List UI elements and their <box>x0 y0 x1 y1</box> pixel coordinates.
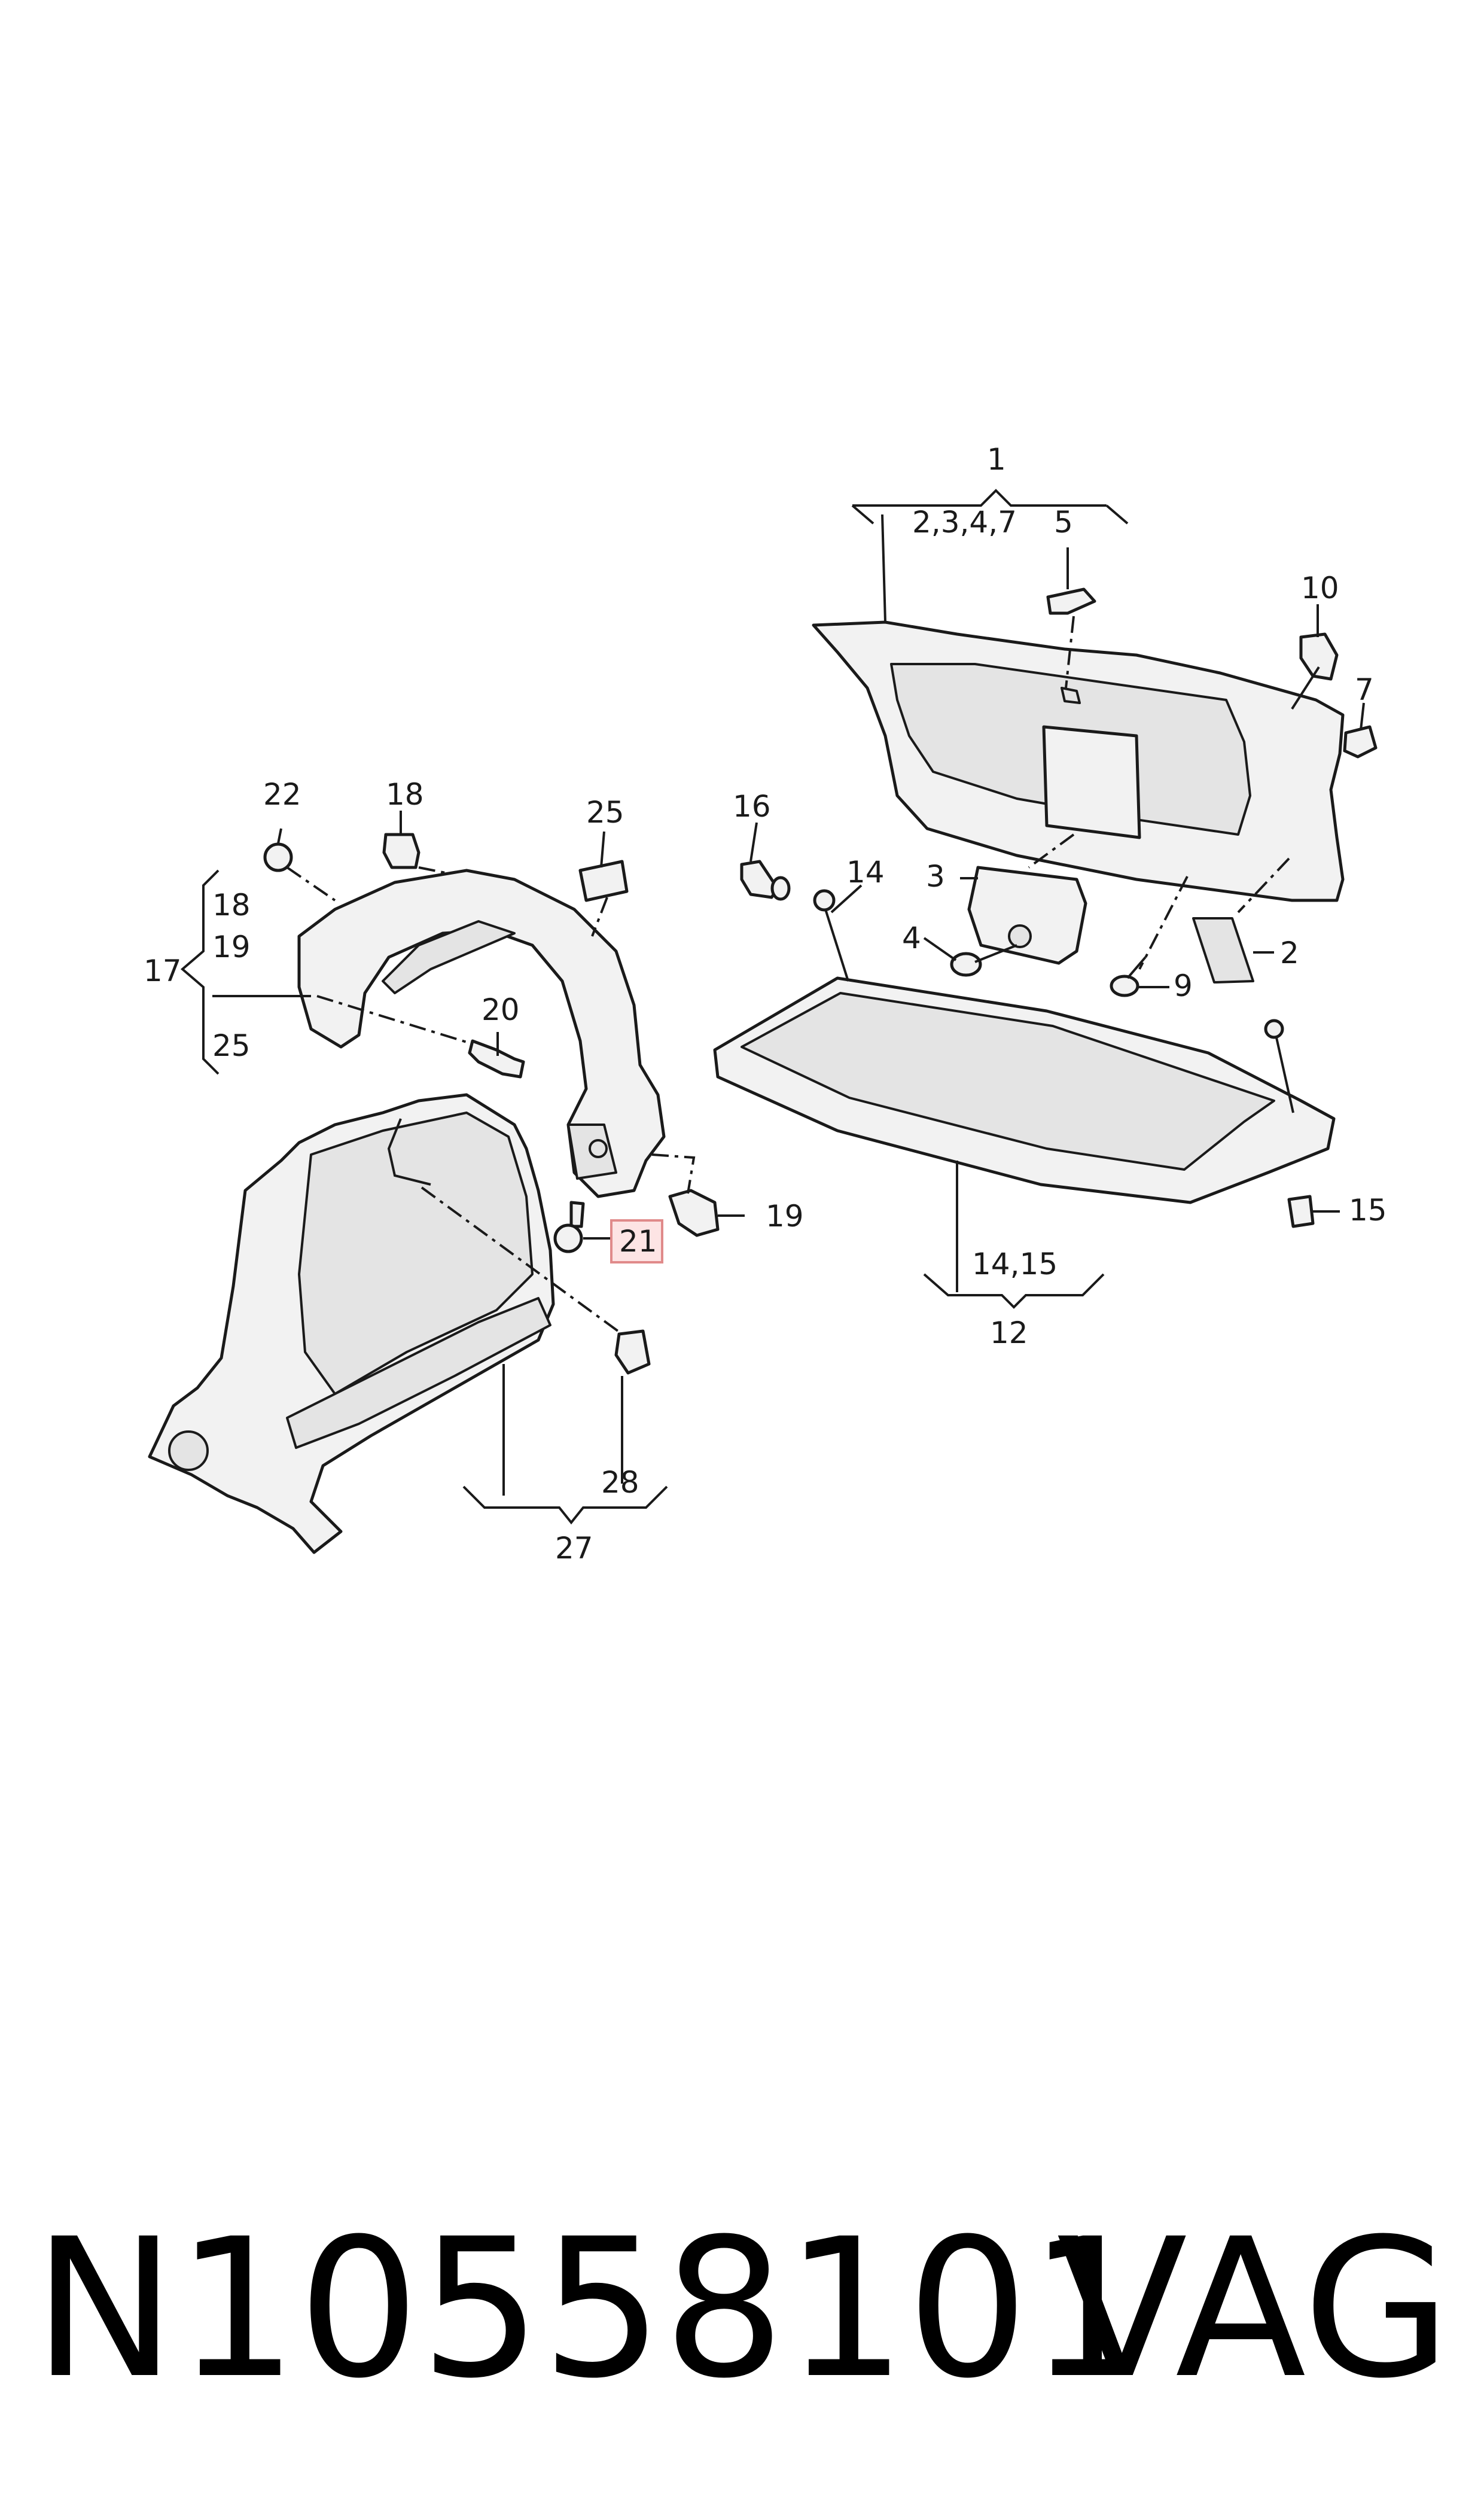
assembly-line-9 <box>420 1186 623 1335</box>
callout-19: 19 <box>766 1199 804 1234</box>
part-25-pad <box>578 860 629 902</box>
callout-18: 18 <box>386 777 424 812</box>
part-14-strap <box>813 889 1294 1113</box>
part-20-bolt <box>468 1039 525 1079</box>
parcel-shelf-trim-panel <box>812 620 1345 902</box>
assembly-line-1 <box>1065 616 1075 689</box>
part-17-upper-trim <box>297 869 666 1198</box>
callout-17-b: 19 <box>212 930 251 964</box>
part-28-pad <box>614 1329 651 1375</box>
leader-lines <box>180 489 1365 1525</box>
part-18-clip <box>382 833 420 869</box>
callout-7: 7 <box>1355 672 1374 707</box>
callout-17-c: 25 <box>212 1028 251 1063</box>
part-3-hole <box>1008 924 1032 948</box>
assembly-line-4 <box>1237 857 1290 914</box>
assembly-line-8 <box>651 1153 696 1194</box>
callout-14: 14 <box>846 855 885 890</box>
assembly-line-5 <box>286 866 336 902</box>
parcel-shelf <box>713 976 1336 1204</box>
callout-1-sub: 2,3,4,7 <box>912 505 1017 540</box>
assembly-line-3 <box>1138 876 1189 970</box>
callout-22: 22 <box>263 777 301 812</box>
callout-28: 28 <box>601 1465 639 1500</box>
brand-name: VAG <box>1056 2198 1451 2420</box>
part-number: N10558101 <box>33 2198 1151 2420</box>
assembly-line-10 <box>591 897 608 937</box>
part-5-cap <box>1046 587 1096 615</box>
callout-2: 2 <box>1280 936 1299 970</box>
callout-15: 15 <box>1349 1193 1387 1228</box>
callout-17-a: 18 <box>212 888 251 922</box>
callout-21: 21 <box>619 1224 657 1259</box>
part-4-screw <box>950 944 1017 977</box>
callout-3: 3 <box>926 859 945 894</box>
part-27-lower-trim <box>148 1093 555 1554</box>
callout-20: 20 <box>482 992 520 1027</box>
callout-25: 25 <box>586 795 624 830</box>
callout-12: 12 <box>990 1316 1028 1350</box>
callout-12-sub: 14,15 <box>972 1247 1058 1281</box>
part-2-pad <box>1192 917 1254 984</box>
assembly-line-2 <box>1028 833 1075 869</box>
part-16-clip <box>740 860 791 901</box>
callout-16: 16 <box>733 789 771 824</box>
callout-1: 1 <box>987 442 1006 477</box>
assembly-line-6 <box>418 866 449 875</box>
callout-17: 17 <box>144 954 182 988</box>
assembly-line-7 <box>316 995 473 1045</box>
part-15-nut <box>1287 1195 1315 1228</box>
callout-27: 27 <box>555 1531 593 1566</box>
highlight-box-21 <box>610 1219 663 1263</box>
callout-5: 5 <box>1054 505 1073 540</box>
part-7-clip <box>1343 725 1378 759</box>
part-19-clip <box>668 1189 720 1237</box>
callout-4: 4 <box>902 921 921 955</box>
callout-9: 9 <box>1174 969 1193 1003</box>
callout-10: 10 <box>1301 571 1339 605</box>
part-3-handle <box>967 866 1087 965</box>
part-22-grommet <box>263 842 293 872</box>
part-9-screw <box>1110 956 1147 997</box>
part-10-clip <box>1299 632 1339 681</box>
part-21-bolt <box>553 1201 585 1253</box>
